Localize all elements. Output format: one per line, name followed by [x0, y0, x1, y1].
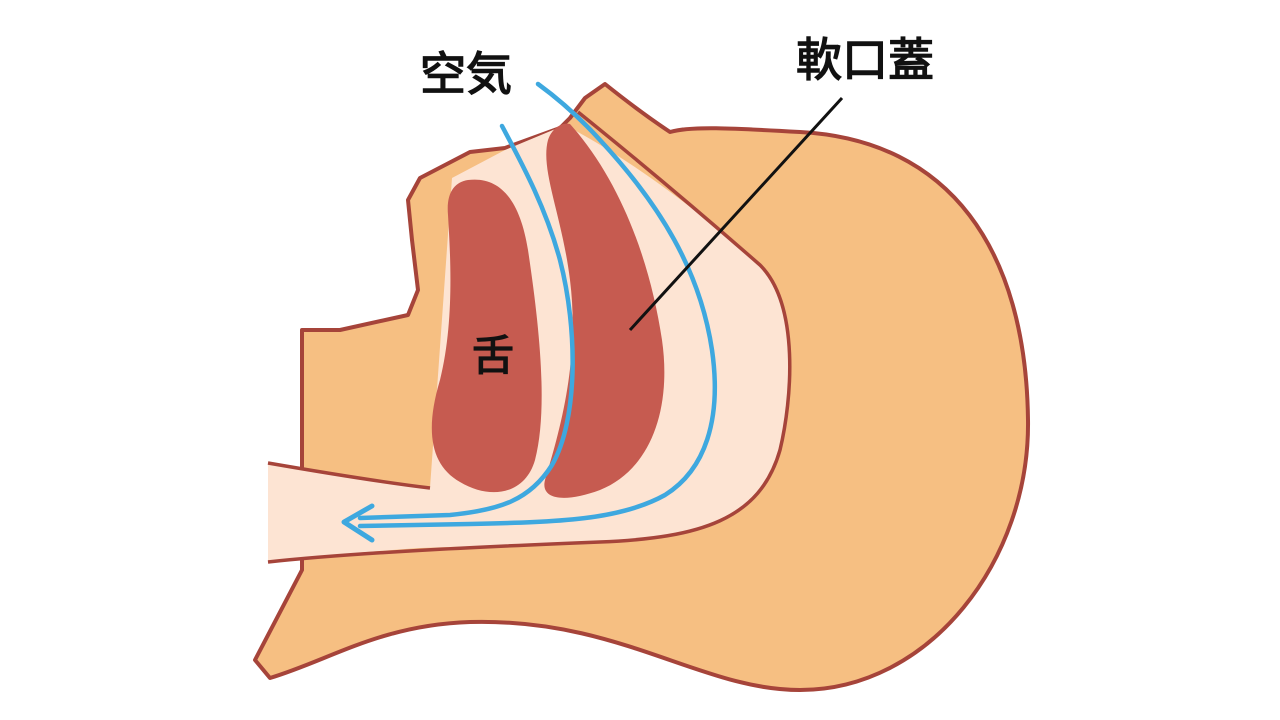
tongue-shape: [431, 179, 542, 493]
airflow-arrowhead: [341, 503, 375, 543]
tongue-label: 舌: [472, 331, 514, 380]
soft-palate-label: 軟口蓋: [796, 33, 934, 87]
soft-palate-pointer-line: [628, 96, 844, 332]
airflow-line-left: [357, 123, 575, 521]
airway-upper-outline: [267, 461, 431, 490]
air-label: 空気: [420, 47, 512, 101]
soft-palate-shape: [544, 123, 665, 498]
airflow-line-right: [357, 81, 717, 529]
airway-lower-outline: [267, 110, 792, 564]
